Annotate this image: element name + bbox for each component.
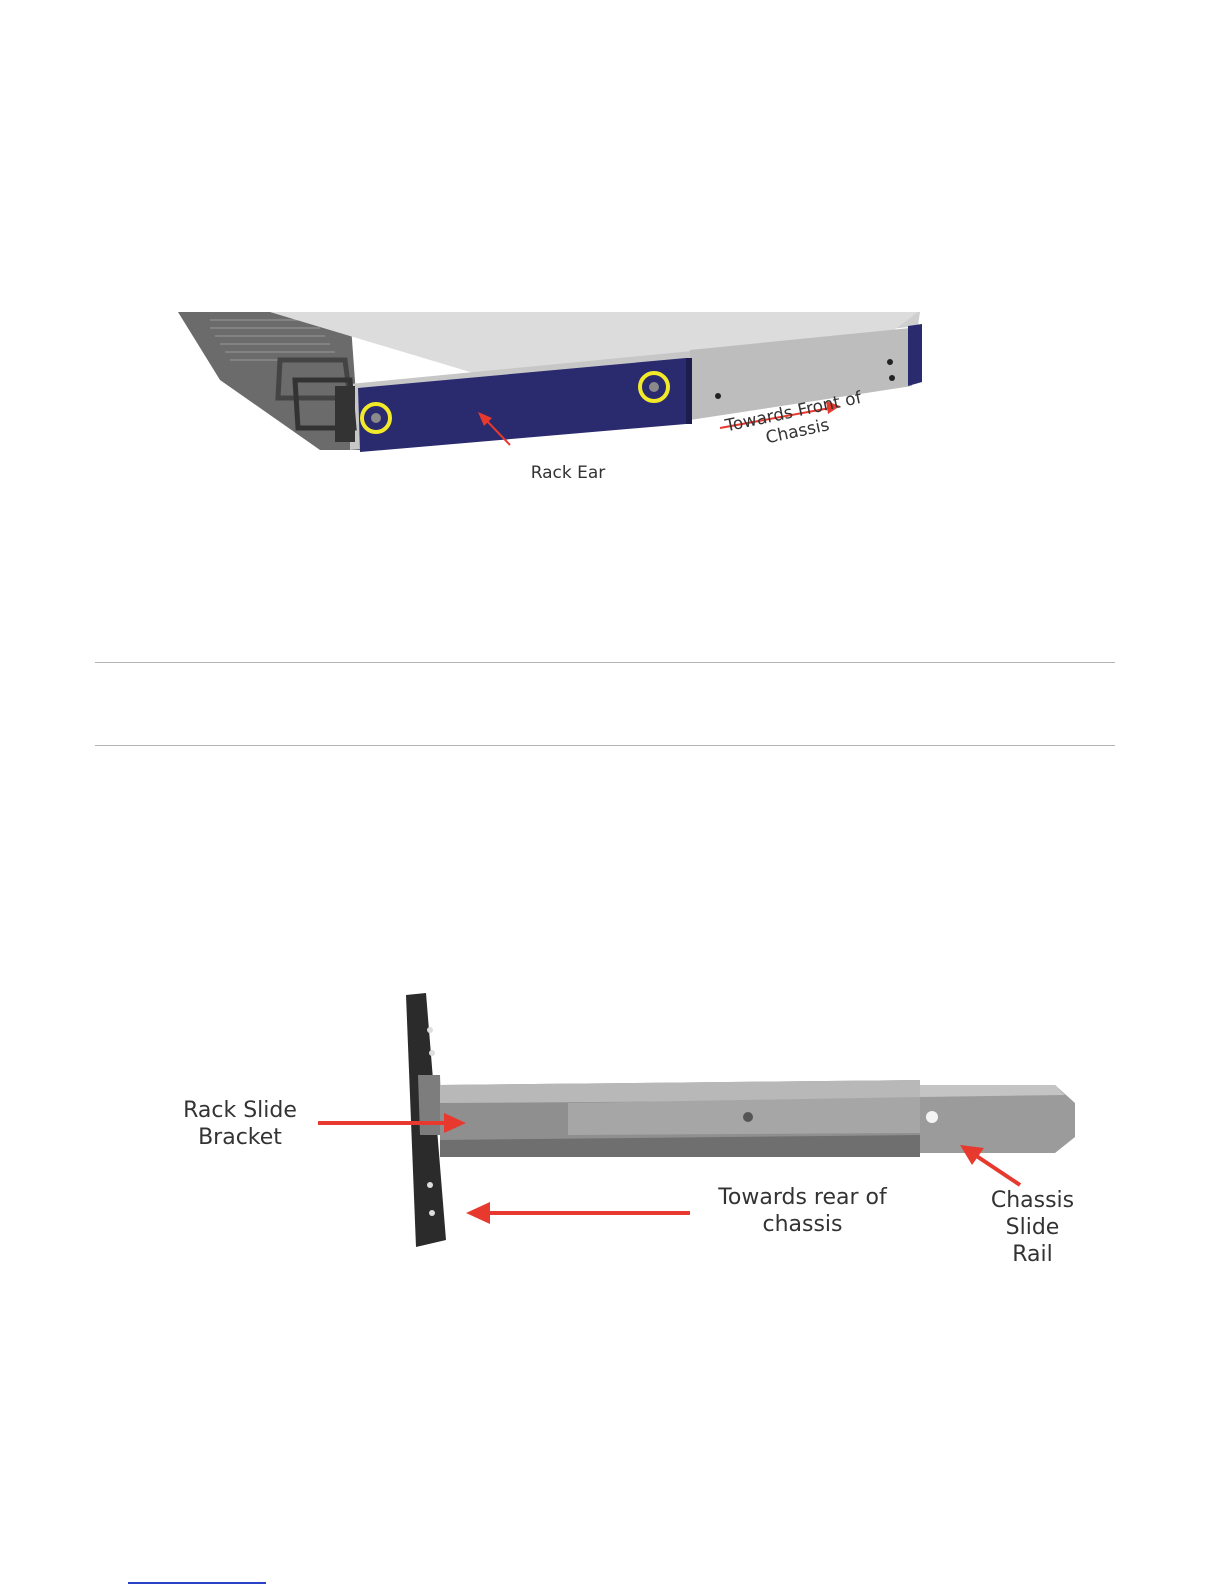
divider-top xyxy=(95,662,1115,663)
footer-link[interactable] xyxy=(128,1582,266,1584)
chassis-slide-rail-label: Chassis Slide Rail xyxy=(980,1187,1085,1268)
divider-bottom xyxy=(95,745,1115,746)
rack-ear-label: Rack Ear xyxy=(518,463,618,483)
towards-rear-label: Towards rear of chassis xyxy=(710,1184,895,1238)
rack-slide-bracket-label: Rack Slide Bracket xyxy=(170,1097,310,1151)
figure-rack-ear: Rack Ear Towards Front of Chassis xyxy=(170,300,940,500)
figure-slide-rail: Rack Slide Bracket Towards rear of chass… xyxy=(170,985,1100,1285)
